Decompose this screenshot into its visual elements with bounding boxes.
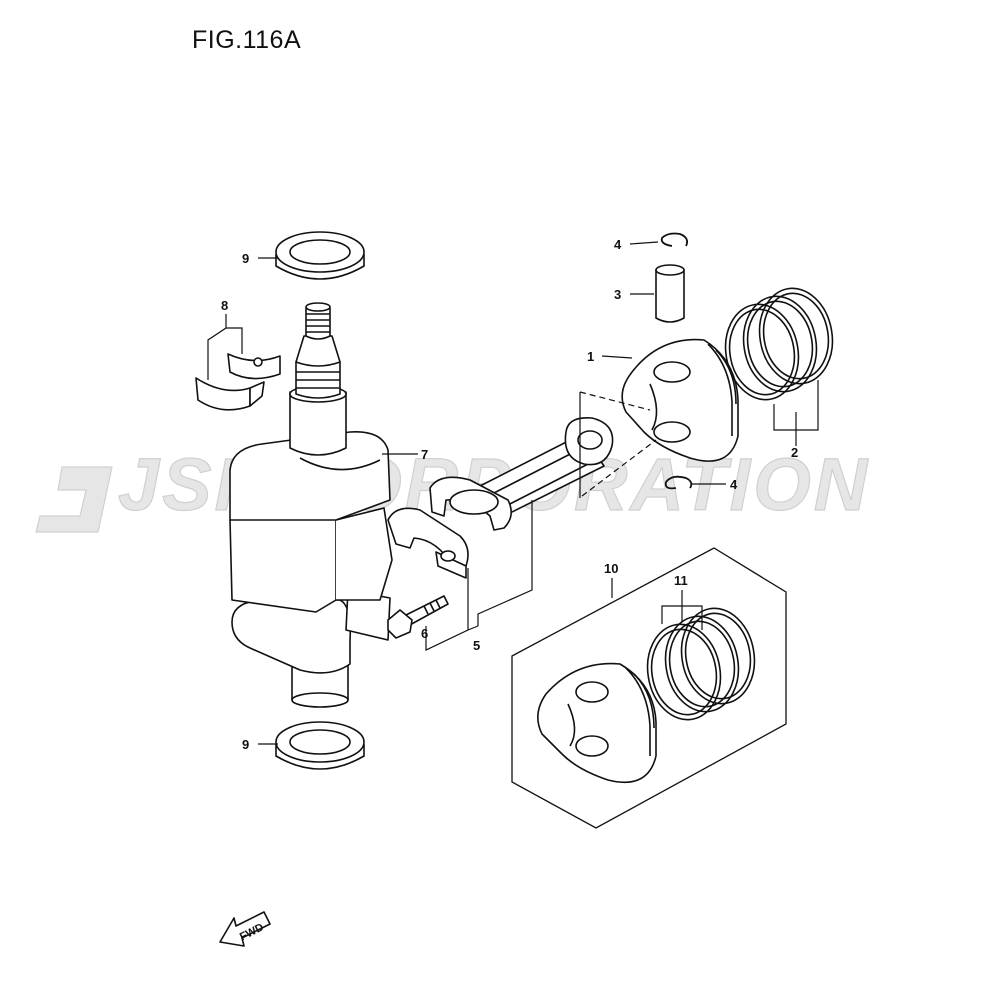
callout-6: 6 bbox=[421, 626, 428, 641]
callout-labels: 9 8 7 6 5 4 3 1 2 4 10 11 9 bbox=[221, 237, 798, 752]
piston bbox=[621, 338, 739, 462]
connecting-rod-bolt bbox=[387, 595, 449, 639]
oil-seal-lower bbox=[275, 721, 365, 770]
callout-8: 8 bbox=[221, 298, 228, 313]
leader-lines bbox=[207, 241, 819, 745]
callout-5: 5 bbox=[473, 638, 480, 653]
forward-direction-arrow: FWD bbox=[219, 911, 271, 947]
circlip-upper bbox=[660, 232, 689, 247]
callout-2: 2 bbox=[791, 445, 798, 460]
connecting-rod bbox=[387, 416, 614, 579]
piston-ring-set bbox=[724, 287, 834, 401]
crankshaft bbox=[229, 302, 393, 708]
oil-seal-upper bbox=[275, 231, 365, 280]
callout-3: 3 bbox=[614, 287, 621, 302]
oversize-piston-ring-set bbox=[646, 607, 756, 721]
callout-1: 1 bbox=[587, 349, 594, 364]
oversize-piston-kit-box bbox=[511, 547, 787, 829]
callout-9-upper: 9 bbox=[242, 251, 249, 266]
circlip-lower bbox=[664, 475, 693, 490]
callout-9-lower: 9 bbox=[242, 737, 249, 752]
piston-pin bbox=[655, 264, 685, 323]
callout-11: 11 bbox=[674, 573, 688, 588]
callout-10: 10 bbox=[604, 561, 618, 576]
callout-4-lower: 4 bbox=[730, 477, 738, 492]
callout-7: 7 bbox=[421, 447, 428, 462]
oversize-piston bbox=[537, 662, 657, 784]
figure-title: FIG.116A bbox=[192, 26, 302, 54]
callout-4-upper: 4 bbox=[614, 237, 622, 252]
watermark-logo-mark bbox=[35, 466, 113, 533]
arrow-icon bbox=[219, 911, 271, 947]
main-bearing bbox=[195, 353, 281, 411]
